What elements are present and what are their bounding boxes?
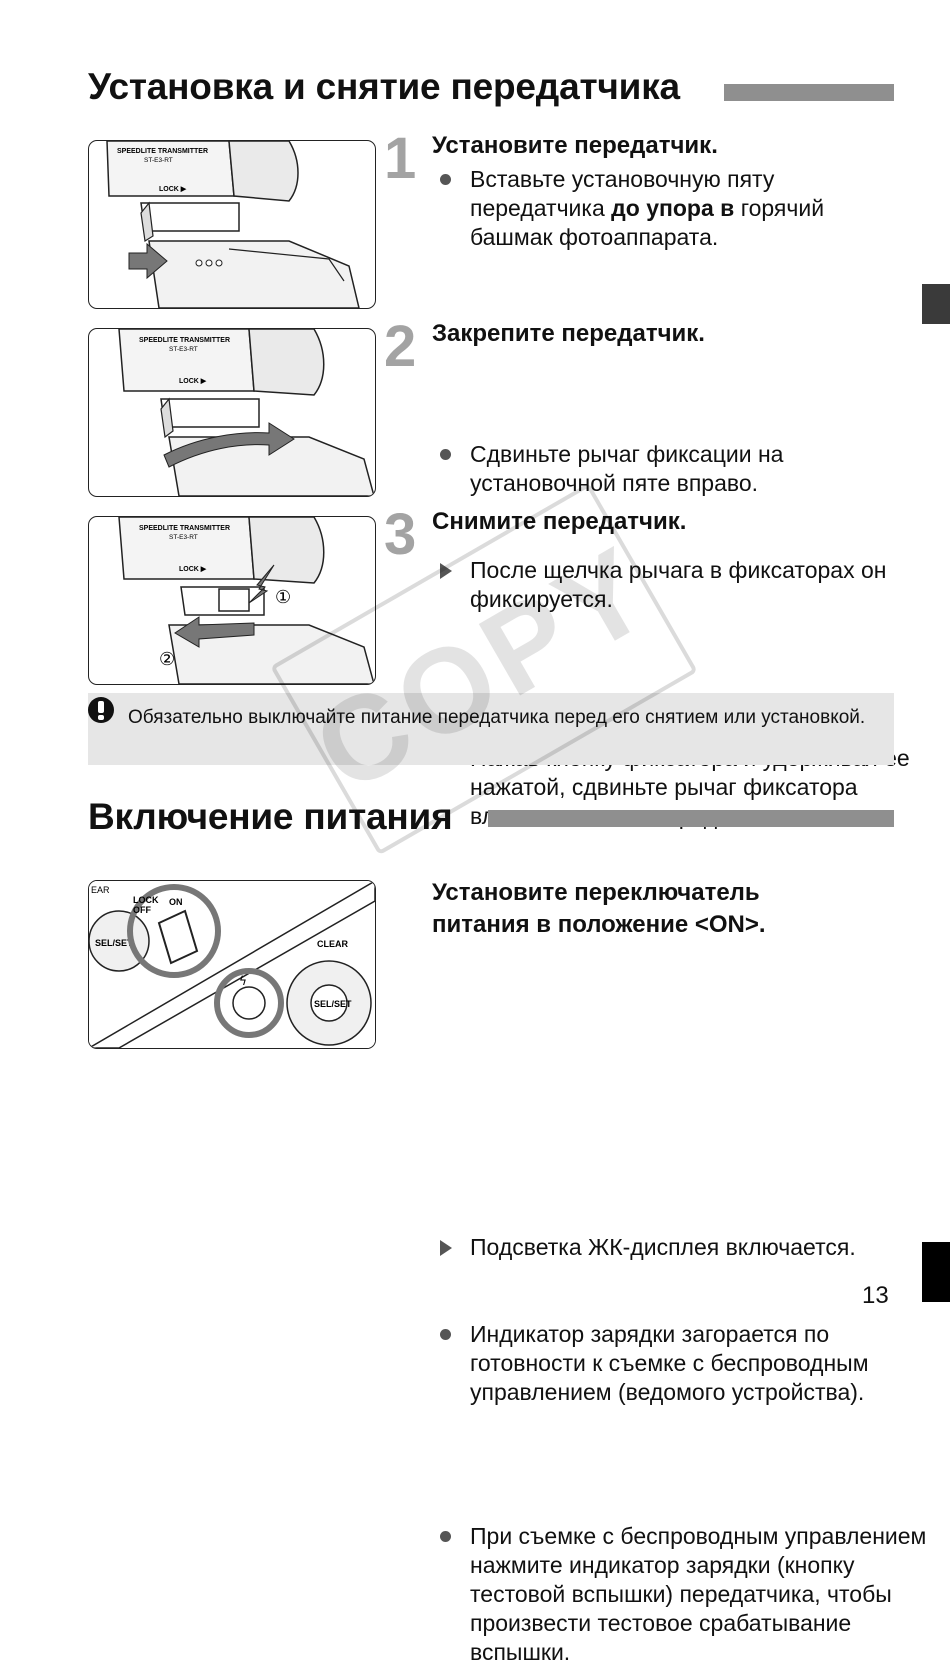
device-label: SPEEDLITE TRANSMITTER <box>139 525 230 532</box>
power-switch-drawing: SEL/SET EAR LOCK OFF ON ϟ CLEAR SEL/SET <box>89 881 375 1048</box>
device-label: SPEEDLITE TRANSMITTER <box>117 148 208 155</box>
callout-two: ② <box>159 649 175 670</box>
transmitter-attach-drawing: SPEEDLITE TRANSMITTER ST-E3-RT LOCK ▶ <box>106 141 360 308</box>
step-number: 3 <box>384 502 417 567</box>
transmitter-remove-drawing: SPEEDLITE TRANSMITTER ST-E3-RT LOCK ▶ ① … <box>118 517 375 684</box>
sel-set-label: SEL/SET <box>95 938 133 948</box>
illustration-attach: SPEEDLITE TRANSMITTER ST-E3-RT LOCK ▶ <box>88 140 376 309</box>
section-rule <box>488 810 894 827</box>
device-label: SPEEDLITE TRANSMITTER <box>139 337 230 344</box>
lock-label: LOCK ▶ <box>179 378 207 385</box>
lock-label: LOCK ▶ <box>179 566 207 573</box>
clear-label-small: EAR <box>91 885 110 895</box>
device-model: ST-E3-RT <box>169 346 198 353</box>
result-item: После щелчка рычага в фиксаторах он фикс… <box>432 556 930 614</box>
illustration-power-switch: SEL/SET EAR LOCK OFF ON ϟ CLEAR SEL/SET <box>88 880 376 1049</box>
bullet-text: горячий башмак фотоаппарата. <box>470 195 825 250</box>
step-title-power: Установите переключатель питания в полож… <box>432 877 766 941</box>
illustration-lock: SPEEDLITE TRANSMITTER ST-E3-RT LOCK ▶ <box>88 328 376 497</box>
page-number: 13 <box>862 1282 889 1309</box>
section-title-power: Включение питания <box>88 796 453 837</box>
step-number: 1 <box>384 126 417 191</box>
bullet-item: Индикатор зарядки загорается по готовнос… <box>432 1320 910 1407</box>
bullet-text: При съемке с беспроводным управлением на… <box>470 1523 927 1665</box>
sel-set-label: SEL/SET <box>314 999 352 1009</box>
caution-icon <box>88 697 114 723</box>
step-title: Закрепите передатчик. <box>432 320 705 347</box>
caution-text: Обязательно выключайте питание передатчи… <box>128 707 866 728</box>
caution-box: Обязательно выключайте питание передатчи… <box>88 693 894 765</box>
bullet-item: Вставьте установочную пяту передатчика д… <box>432 165 910 252</box>
device-model: ST-E3-RT <box>169 534 198 541</box>
bullet-text: Подсветка ЖК-дисплея включается. <box>470 1234 856 1260</box>
switch-lock-label: LOCK <box>133 895 159 905</box>
transmitter-lock-drawing: SPEEDLITE TRANSMITTER ST-E3-RT LOCK ▶ <box>118 329 375 496</box>
step-title-line: питания в положение <ON>. <box>432 911 766 938</box>
bullet-item: Сдвиньте рычаг фиксации на установочной … <box>432 440 910 498</box>
bullet-text: Индикатор зарядки загорается по готовнос… <box>470 1321 869 1405</box>
step-title: Установите передатчик. <box>432 132 718 159</box>
illustration-remove: SPEEDLITE TRANSMITTER ST-E3-RT LOCK ▶ ① … <box>88 516 376 685</box>
bullet-text: Сдвиньте рычаг фиксации на установочной … <box>470 441 784 496</box>
result-item: Подсветка ЖК-дисплея включается. <box>432 1233 910 1262</box>
bullet-emphasis: до упора в <box>611 195 735 221</box>
switch-off-label: OFF <box>133 905 151 915</box>
bullet-item: При съемке с беспроводным управлением на… <box>432 1522 930 1667</box>
flash-symbol: ϟ <box>239 974 247 988</box>
callout-one: ① <box>275 587 291 608</box>
section-title-attach: Установка и снятие передатчика <box>88 66 680 107</box>
page-edge-tab <box>922 1242 950 1302</box>
clear-label: CLEAR <box>317 939 348 949</box>
lock-label: LOCK ▶ <box>159 186 187 193</box>
chapter-tab <box>922 284 950 324</box>
device-model: ST-E3-RT <box>144 157 173 164</box>
switch-on-label: ON <box>169 897 183 907</box>
step-title-line: Установите переключатель <box>432 879 760 906</box>
section-rule <box>724 84 894 101</box>
step-title: Снимите передатчик. <box>432 508 687 535</box>
bullet-text: Вставьте установочную пяту передатчика <box>470 166 775 221</box>
step-number: 2 <box>384 314 417 379</box>
bullet-text: После щелчка рычага в фиксаторах он фикс… <box>470 557 887 612</box>
